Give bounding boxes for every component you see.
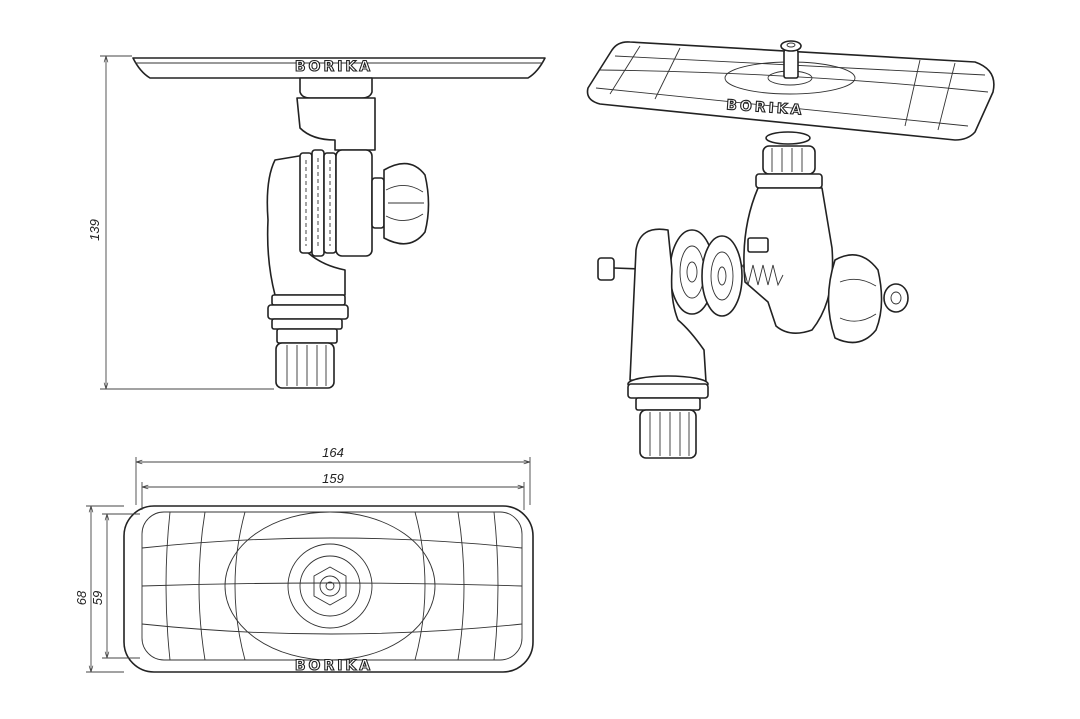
exploded-view-spring (737, 263, 784, 287)
top-view-plate: BORIKA (123, 505, 534, 675)
inner-depth-dimension: 59 (90, 513, 140, 659)
exploded-view-lower-arm (629, 228, 707, 383)
exploded-view-nut (747, 237, 769, 253)
exploded-view-plate: BORIKA (586, 41, 995, 141)
side-view-upper-arm (296, 97, 376, 151)
inner-depth-label: 59 (90, 591, 105, 605)
height-dimension-label: 139 (87, 219, 102, 241)
exploded-view-top-collar (755, 145, 823, 189)
inner-width-dimension: 159 (141, 471, 525, 510)
height-dimension: 139 (87, 55, 274, 390)
overall-depth-dimension: 68 (74, 505, 124, 673)
exploded-view: BORIKA (586, 40, 995, 459)
exploded-view-top-bolt (780, 40, 802, 79)
side-view-plate: BORIKA (132, 57, 546, 79)
exploded-view-upper-arm (743, 187, 834, 334)
side-view-lower-arm (266, 154, 346, 296)
side-view-neck (299, 77, 373, 99)
exploded-view-shaft (627, 375, 709, 459)
side-view-knob (371, 162, 430, 245)
overall-width-dimension: 164 (135, 445, 531, 505)
exploded-view-brand-label: BORIKA (726, 97, 805, 118)
side-view-shaft (267, 294, 349, 389)
exploded-view-knob (827, 254, 909, 344)
overall-width-label: 164 (322, 445, 344, 460)
exploded-view-washer (765, 131, 811, 145)
top-view-brand-label: BORIKA (295, 658, 373, 674)
overall-depth-label: 68 (74, 590, 89, 605)
exploded-view-gears (669, 229, 743, 317)
top-view: BORIKA 164 159 68 59 (74, 445, 534, 675)
side-view: BORIKA (87, 55, 546, 390)
side-view-gear-stack (299, 149, 373, 257)
inner-width-label: 159 (322, 471, 344, 486)
side-view-brand-label: BORIKA (295, 59, 373, 75)
